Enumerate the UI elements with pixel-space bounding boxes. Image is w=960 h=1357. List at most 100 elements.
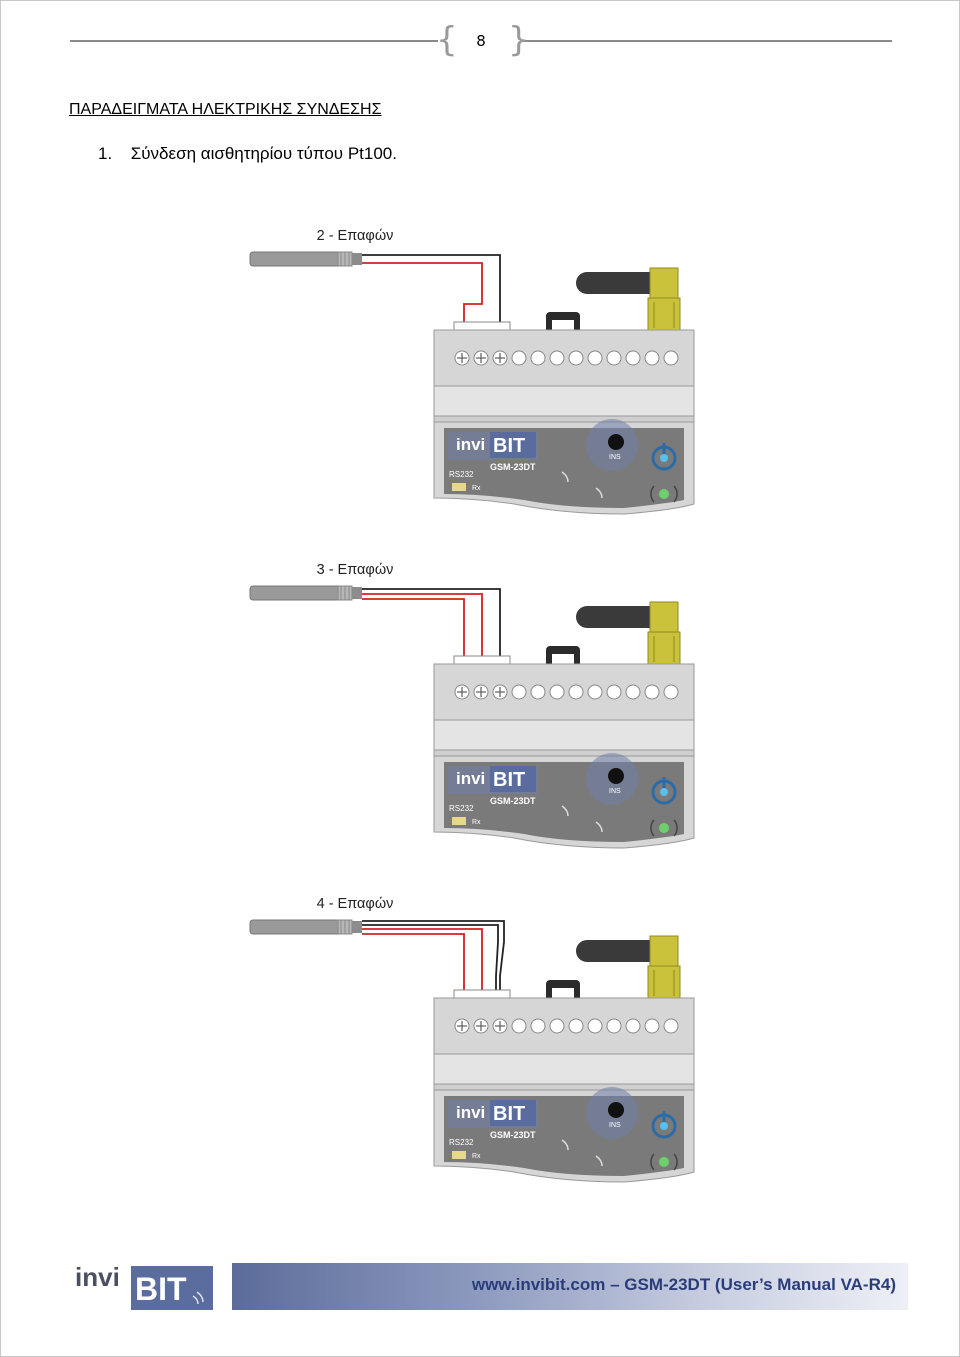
page-number: 8: [476, 32, 486, 50]
device-rx-label: Rx: [472, 485, 481, 492]
sensor-wires: [362, 920, 505, 996]
device-brand-invi: invi: [456, 1103, 485, 1122]
footer-bar: www.invibit.com – GSM-23DT (User’s Manua…: [232, 1263, 908, 1310]
terminal-screw-icon: [530, 350, 546, 366]
terminal-screw-icon: [663, 1018, 679, 1034]
wiring-diagram: invi BIT GSM-23DT RS232 Rx INS 4 - Επαφώ…: [240, 896, 720, 1196]
section-number: 1.: [98, 144, 113, 163]
terminal-screw-icon: [625, 1018, 641, 1034]
power-icon: [651, 777, 677, 805]
terminal-screw-icon: [644, 1018, 660, 1034]
sensor-wires: [362, 254, 501, 328]
terminal-screw-icon: [511, 350, 527, 366]
device-brand-bit: BIT: [493, 769, 525, 791]
terminal-screw-icon: [606, 684, 622, 700]
black-wire: [362, 254, 501, 328]
header-rule-right: [522, 40, 892, 42]
red-wire: [362, 928, 483, 996]
mounting-clip-icon: [546, 646, 580, 666]
signal-led-icon: [650, 819, 678, 837]
terminal-screw-icon: [549, 1018, 565, 1034]
device-ins-label: INS: [609, 1122, 621, 1129]
device-brand-bit: BIT: [493, 1103, 525, 1125]
device-brand-bit: BIT: [493, 435, 525, 457]
terminal-screws: [454, 1018, 679, 1034]
terminal-screw-icon: [587, 350, 603, 366]
red-wire: [362, 598, 465, 662]
device-brand-invi: invi: [456, 435, 485, 454]
device-ins-label: INS: [609, 454, 621, 461]
red-wire: [362, 262, 483, 328]
terminal-screw-icon: [568, 684, 584, 700]
terminal-screw-icon: [644, 350, 660, 366]
wiring-diagram-svg: invi BIT GSM-23DT RS232 Rx INS: [249, 585, 695, 849]
wiring-diagram: invi BIT GSM-23DT RS232 Rx INS 2 - Επαφώ…: [240, 228, 720, 528]
footer-text: www.invibit.com – GSM-23DT (User’s Manua…: [471, 1275, 896, 1294]
antenna-icon: [576, 601, 681, 665]
right-bracket-icon: }: [508, 20, 530, 60]
device-port-label: RS232: [449, 470, 474, 479]
diagram-caption: 3 - Επαφών: [316, 562, 394, 578]
diagram-caption: 4 - Επαφών: [316, 896, 394, 912]
page-title: ΠΑΡΑΔΕΙΓΜΑΤΑ ΗΛΕΚΤΡΙΚΗΣ ΣΥΝΔΕΣΗΣ: [69, 101, 382, 118]
wiring-diagram-svg: invi BIT GSM-23DT RS232 Rx INS: [249, 919, 695, 1183]
device-model-label: GSM-23DT: [490, 1130, 536, 1140]
terminal-screw-icon: [530, 1018, 546, 1034]
sim-slot-icon: [608, 768, 624, 784]
signal-led-icon: [650, 1153, 678, 1171]
terminal-screw-icon: [663, 350, 679, 366]
device-rx-label: Rx: [472, 819, 481, 826]
device-brand-invi: invi: [456, 769, 485, 788]
terminal-tabs: [453, 321, 511, 331]
device-rx-label: Rx: [472, 1153, 481, 1160]
antenna-icon: [576, 267, 681, 331]
device-ins-label: INS: [609, 788, 621, 795]
antenna-icon: [576, 935, 681, 999]
wiring-diagram-svg: invi BIT GSM-23DT RS232 Rx INS: [249, 251, 695, 515]
power-icon: [651, 1111, 677, 1139]
sensor-wires: [362, 588, 501, 662]
terminal-screw-icon: [606, 350, 622, 366]
power-icon: [651, 443, 677, 471]
section-text: Σύνδεση αισθητηρίου τύπου Pt100.: [130, 144, 397, 163]
terminal-screw-icon: [625, 684, 641, 700]
terminal-tabs: [453, 655, 511, 665]
device-model-label: GSM-23DT: [490, 462, 536, 472]
red-wire: [362, 593, 483, 662]
sim-slot-icon: [608, 1102, 624, 1118]
wiring-diagram: invi BIT GSM-23DT RS232 Rx INS 3 - Επαφώ…: [240, 562, 720, 862]
svg-text:invi: invi: [75, 1262, 120, 1292]
mounting-clip-icon: [546, 312, 580, 332]
header-rule-left: [70, 40, 438, 42]
signal-led-icon: [650, 485, 678, 503]
sim-slot-icon: [608, 434, 624, 450]
black-wire: [362, 588, 501, 662]
terminal-screw-icon: [568, 1018, 584, 1034]
terminal-screw-icon: [587, 1018, 603, 1034]
device-din-section: [433, 385, 695, 417]
pt100-sensor-icon: [249, 585, 362, 601]
device-model-label: GSM-23DT: [490, 796, 536, 806]
device-port-label: RS232: [449, 1138, 474, 1147]
terminal-screw-icon: [549, 350, 565, 366]
terminal-screw-icon: [644, 684, 660, 700]
terminal-screws: [454, 350, 679, 366]
terminal-screw-icon: [625, 350, 641, 366]
pt100-sensor-icon: [249, 919, 362, 935]
left-bracket-icon: {: [436, 20, 458, 60]
pt100-sensor-icon: [249, 251, 362, 267]
section-heading: 1. Σύνδεση αισθητηρίου τύπου Pt100.: [98, 144, 397, 164]
red-wire: [362, 933, 465, 996]
black-wire: [362, 920, 505, 996]
footer-logo: invi BIT: [73, 1262, 213, 1312]
terminal-screw-icon: [587, 684, 603, 700]
svg-text:BIT: BIT: [135, 1271, 187, 1307]
terminal-screw-icon: [511, 684, 527, 700]
device-port-label: RS232: [449, 804, 474, 813]
diagram-caption: 2 - Επαφών: [316, 228, 394, 244]
device-din-section: [433, 1053, 695, 1085]
terminal-screw-icon: [530, 684, 546, 700]
terminal-screw-icon: [663, 684, 679, 700]
mounting-clip-icon: [546, 980, 580, 1000]
terminal-screw-icon: [568, 350, 584, 366]
